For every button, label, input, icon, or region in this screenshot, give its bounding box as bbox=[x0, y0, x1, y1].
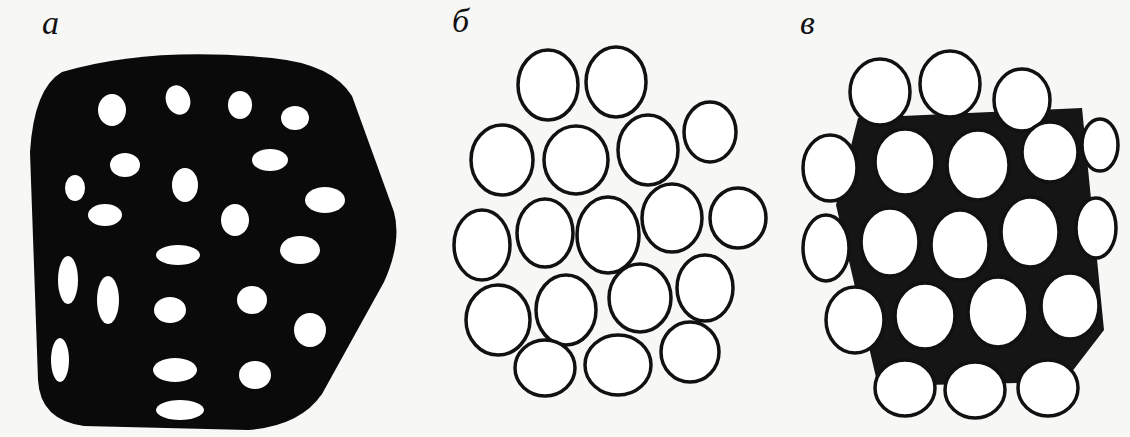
cemented-rock-figure bbox=[30, 54, 396, 430]
figure-letter: б bbox=[452, 4, 469, 38]
figure-letter: а bbox=[42, 6, 59, 40]
cemented-grains-figure bbox=[803, 51, 1118, 418]
figure-letter: в bbox=[800, 6, 815, 40]
grain-packing-figure bbox=[454, 47, 766, 396]
